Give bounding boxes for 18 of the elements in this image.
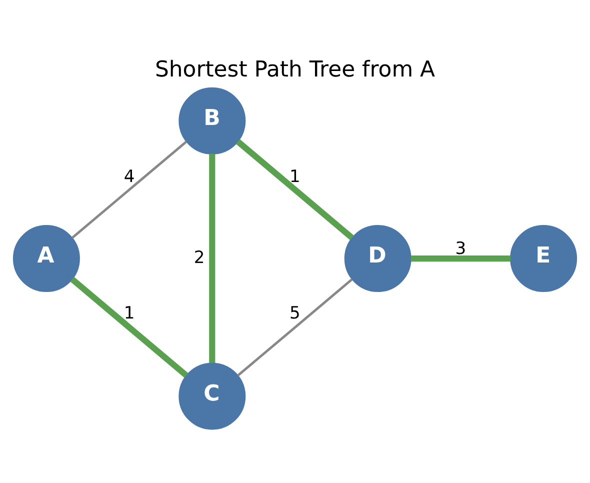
- edge-label: 4: [124, 167, 135, 188]
- edge-label: 2: [194, 248, 205, 268]
- node-circle: E: [510, 225, 578, 292]
- node-circle: D: [344, 225, 412, 292]
- edge-label: 3: [455, 238, 466, 259]
- connector: [70, 276, 188, 378]
- connector: [236, 139, 354, 240]
- connector: [410, 256, 511, 262]
- node-circle: B: [178, 87, 246, 154]
- node-circle: C: [178, 362, 246, 430]
- node-circle: A: [12, 225, 80, 292]
- edge-label: 1: [290, 167, 300, 188]
- diagram-title: Shortest Path Tree from A: [154, 57, 436, 82]
- connector: [209, 154, 216, 364]
- edge-label: 5: [290, 304, 300, 324]
- connector: [71, 140, 188, 239]
- edge-label: 1: [124, 304, 135, 324]
- connector: [237, 278, 353, 377]
